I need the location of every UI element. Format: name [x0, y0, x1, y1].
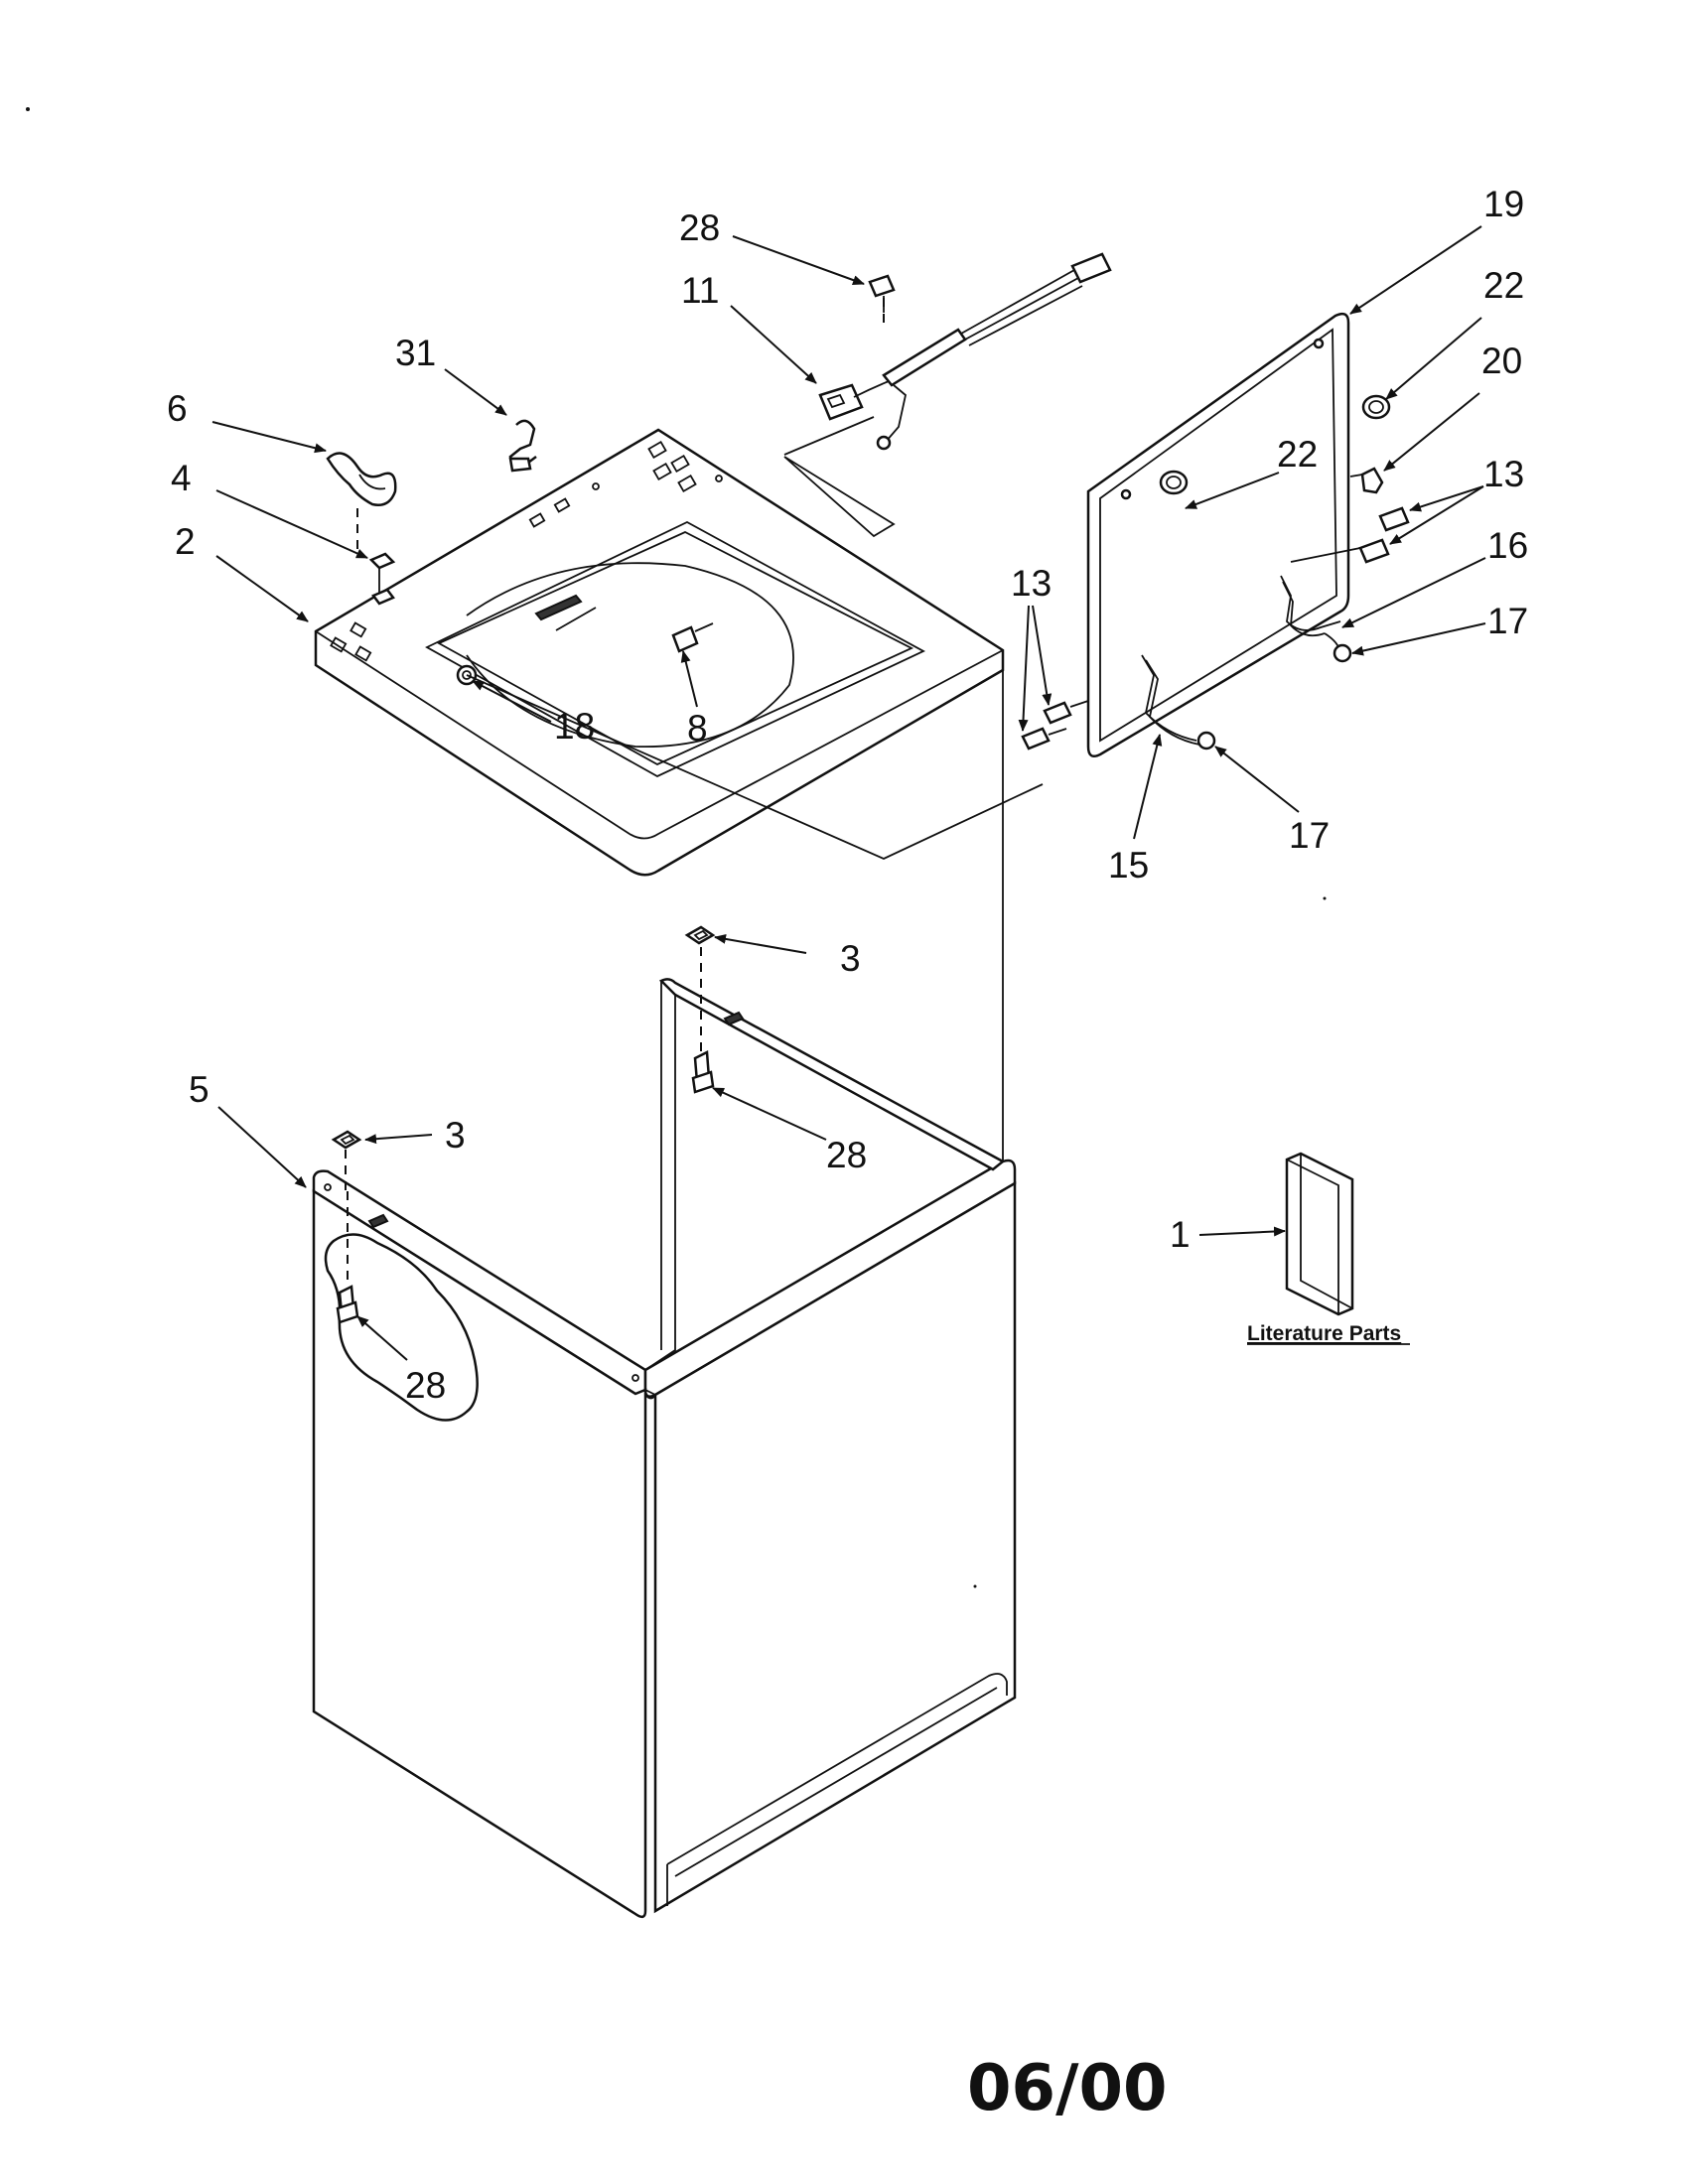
callout-15: 15	[1108, 845, 1149, 886]
leader-lines	[211, 225, 1486, 1361]
callout-6: 6	[167, 388, 188, 429]
callout-2: 2	[175, 521, 196, 562]
callout-labels: 28 11 31 6 4 2 18 8 19 22 20 22 13 16 17…	[167, 184, 1528, 1406]
screw-8-illustration	[671, 622, 714, 653]
clip-part-4-illustration	[368, 552, 396, 606]
connector-17-lower-illustration	[1196, 731, 1216, 751]
cabinet-5-illustration	[312, 978, 1017, 1919]
screw-28-top-illustration	[868, 274, 896, 313]
callout-28-top: 28	[679, 207, 720, 248]
callout-1: 1	[1170, 1214, 1191, 1255]
callout-20: 20	[1481, 341, 1522, 381]
callout-19: 19	[1483, 184, 1524, 224]
knob-22-lower-illustration	[1159, 470, 1189, 495]
knob-22-upper-illustration	[1361, 394, 1391, 420]
literature-book-illustration	[1285, 1152, 1354, 1316]
screws-13-right-illustration	[1290, 506, 1410, 564]
callout-4: 4	[171, 458, 192, 498]
callout-3-left: 3	[445, 1115, 466, 1156]
top-cover-illustration	[314, 428, 1044, 877]
callout-5: 5	[189, 1069, 210, 1110]
connector-17-right-illustration	[1324, 632, 1352, 663]
callout-17-lower: 17	[1289, 815, 1330, 856]
callout-28-cabinet: 28	[405, 1365, 446, 1406]
callout-18: 18	[554, 706, 595, 747]
clip-3-left-illustration	[331, 1130, 362, 1150]
callout-11: 11	[681, 270, 719, 311]
callout-22-lower: 22	[1277, 434, 1318, 475]
clip-part-6-illustration	[326, 452, 397, 506]
switch-20-illustration	[1349, 467, 1384, 494]
callout-16: 16	[1487, 525, 1528, 566]
clip-3-right-illustration	[684, 925, 716, 945]
callout-22-upper: 22	[1483, 265, 1524, 306]
callout-31: 31	[395, 333, 436, 373]
footer-date: 06/00	[967, 2052, 1168, 2125]
callout-13-left: 13	[1011, 563, 1052, 604]
callout-28-middle: 28	[826, 1135, 867, 1175]
callout-8: 8	[687, 708, 708, 749]
screw-28-middle-illustration	[691, 1050, 715, 1094]
lid-switch-11-illustration	[783, 252, 1112, 456]
control-panel-19-illustration	[1021, 312, 1410, 757]
callout-17-right: 17	[1487, 601, 1528, 641]
callout-13-right: 13	[1483, 454, 1524, 494]
callout-3-right: 3	[840, 938, 861, 979]
screws-13-left-illustration	[1021, 700, 1089, 751]
part-31-illustration	[508, 419, 537, 473]
literature-parts-label: Literature Parts	[1247, 1322, 1401, 1345]
